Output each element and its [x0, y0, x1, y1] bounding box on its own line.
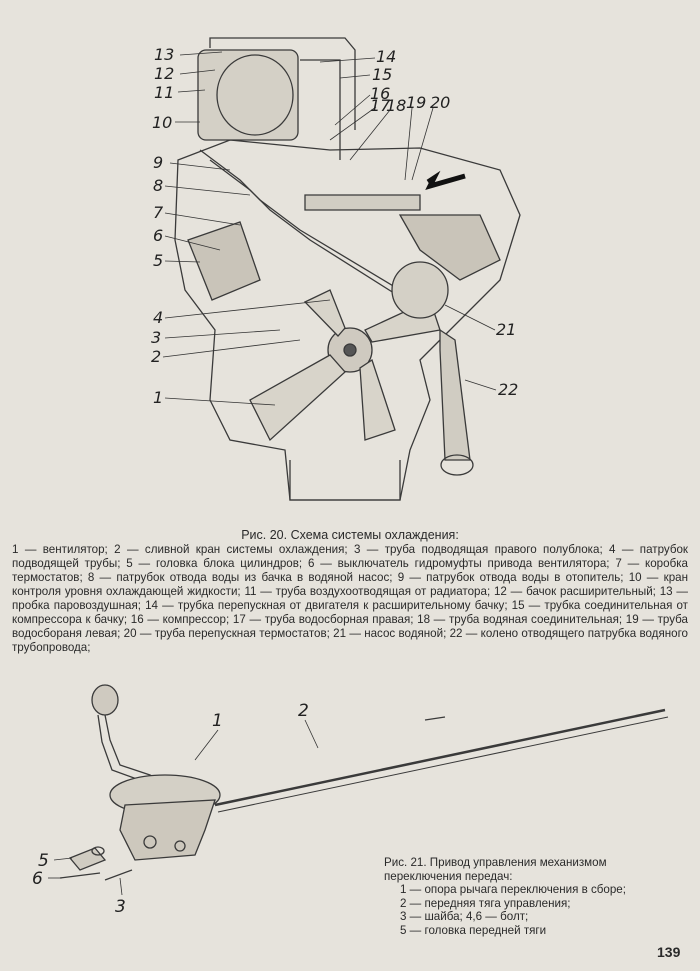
callout-19: 19 — [406, 93, 426, 112]
page-number: 139 — [657, 944, 681, 960]
callout-11: 11 — [154, 83, 174, 102]
figure-21-item: 2 — передняя тяга управления; — [400, 896, 571, 910]
figure-21-item: 1 — опора рычага переключения в сборе; — [400, 883, 626, 897]
callout-7: 7 — [153, 203, 164, 222]
callout-5: 5 — [153, 251, 163, 270]
callout-12: 12 — [154, 64, 174, 83]
figure-21-item: 5 — головка передней тяги — [400, 923, 547, 937]
callout-8: 8 — [153, 176, 163, 195]
callout-13: 13 — [154, 45, 174, 64]
callout-17: 17 — [370, 96, 391, 115]
flow-arrow-icon — [425, 170, 466, 190]
callout-2: 2 — [151, 347, 161, 366]
callout-21: 21 — [496, 320, 516, 339]
callout-18: 18 — [386, 96, 406, 115]
figure-21-caption-title: Рис. 21. Привод управления механизмом пе… — [384, 856, 607, 883]
figure-20-caption-text: 1 — вентилятор; 2 — сливной кран системы… — [12, 543, 688, 654]
callout-10: 10 — [152, 113, 172, 132]
callout-14: 14 — [376, 47, 396, 66]
callout-3: 3 — [151, 328, 161, 347]
callout-6: 6 — [153, 226, 163, 245]
callout-1: 1 — [153, 388, 163, 407]
fig21-callout-5: 5 — [38, 851, 49, 871]
figure-21-item: 3 — шайба; 4,6 — болт; — [400, 910, 529, 924]
callout-4: 4 — [153, 308, 163, 327]
fig21-callout-3: 3 — [115, 897, 126, 917]
fig21-callout-1: 1 — [212, 711, 223, 731]
figure-21-drawing: 1 2 3 5 6 — [32, 684, 669, 917]
callout-20: 20 — [430, 93, 450, 112]
fig21-callout-2: 2 — [298, 701, 309, 721]
figure-20-caption-title: Рис. 20. Схема системы охлаждения: — [241, 528, 459, 542]
callout-9: 9 — [153, 153, 163, 172]
figure-20-drawing: 13 12 11 10 9 8 7 6 5 4 3 2 1 14 15 16 1… — [151, 37, 521, 501]
figure-21-caption: Рис. 21. Привод управления механизмом пе… — [384, 856, 684, 938]
callout-22: 22 — [498, 380, 518, 399]
callout-16: 16 — [370, 84, 390, 103]
callout-15: 15 — [372, 65, 392, 84]
fig21-callout-6: 6 — [32, 869, 43, 889]
figure-20-caption: Рис. 20. Схема системы охлаждения: 1 — в… — [12, 528, 688, 655]
